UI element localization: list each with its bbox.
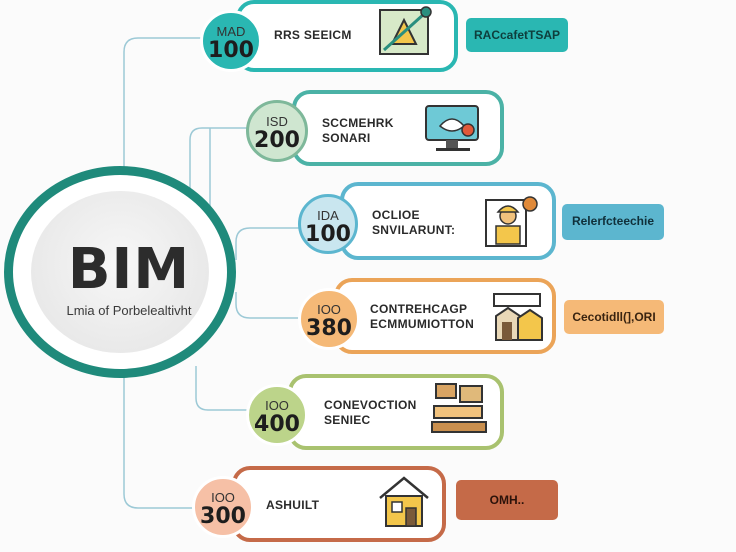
level-badge-4: IOO 380 xyxy=(298,288,360,350)
house-icon xyxy=(379,476,429,527)
level-tag-6[interactable]: OMH.. xyxy=(456,480,558,520)
level-badge-1: MAD 100 xyxy=(200,10,262,72)
level-badge-2: ISD 200 xyxy=(246,100,308,162)
materials-icon xyxy=(431,383,487,433)
hub-title: BIM xyxy=(67,237,191,302)
bim-hub: BIM Lmia of Porbelealtivht xyxy=(4,166,236,378)
level-badge-6: IOO 300 xyxy=(192,476,254,538)
monitor-icon xyxy=(425,105,479,151)
level-tag-3[interactable]: Relerfcteechie xyxy=(562,204,664,240)
level-tag-1[interactable]: RACcafetTSAP xyxy=(466,18,568,52)
level-badge-3: IDA 100 xyxy=(298,194,358,254)
level-label-6: ASHUILT xyxy=(266,498,320,512)
hub-subtitle: Lmia of Porbelealtivht xyxy=(66,303,192,318)
level-label-1: RRS SEEICM xyxy=(274,28,352,42)
worker-icon xyxy=(485,196,538,247)
level-badge-5: IOO 400 xyxy=(246,384,308,446)
blueprint-icon xyxy=(379,6,432,55)
level-tag-4[interactable]: Cecotidll(],ORI xyxy=(564,300,664,334)
construction-site-icon xyxy=(493,293,543,341)
